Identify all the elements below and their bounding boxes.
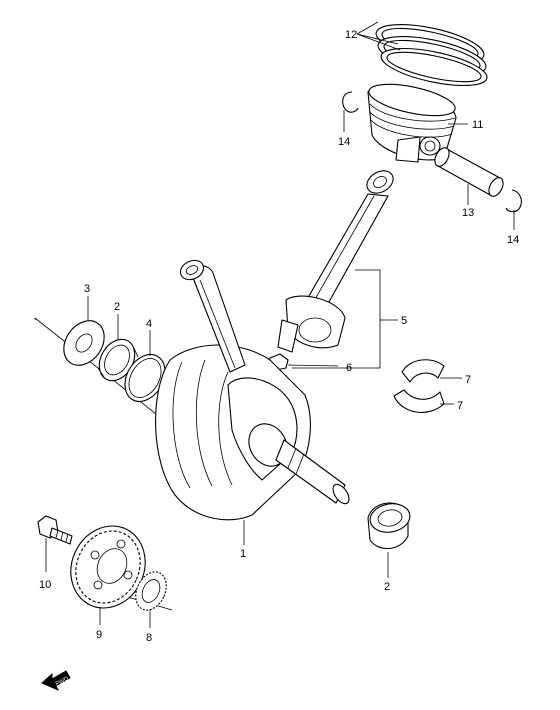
piston-pin <box>434 147 504 197</box>
thrust-washer <box>63 320 105 366</box>
needle-bearing <box>135 571 167 611</box>
gear-bolt <box>37 515 73 545</box>
crank-bearing-left <box>97 338 139 382</box>
label-part-8: 8 <box>146 632 152 644</box>
label-part-10: 10 <box>39 579 51 591</box>
label-part-11: 11 <box>472 119 483 131</box>
piston-rings <box>375 24 488 87</box>
rod-bearing-upper <box>401 359 445 383</box>
circlip-left <box>342 91 359 113</box>
label-part-2-left: 2 <box>114 301 120 313</box>
starter-gear <box>70 525 146 609</box>
label-part-9: 9 <box>96 629 102 641</box>
label-part-4: 4 <box>146 318 152 330</box>
label-part-7-upper: 7 <box>465 374 471 386</box>
label-part-2-right: 2 <box>384 581 390 593</box>
part-labels: 12 11 14 13 14 5 6 7 7 3 2 4 1 2 10 9 8 <box>39 29 519 644</box>
crankshaft <box>155 259 350 521</box>
label-part-7-lower: 7 <box>457 400 463 412</box>
leader-lines <box>45 21 515 628</box>
crank-bearing-right <box>367 502 411 550</box>
label-part-14-right: 14 <box>507 234 519 246</box>
piston <box>367 83 457 163</box>
label-part-6: 6 <box>346 362 352 374</box>
label-part-12: 12 <box>345 29 357 41</box>
label-part-14-left: 14 <box>338 136 350 148</box>
rod-bearing-lower <box>393 389 445 413</box>
fwd-arrow-icon: FWD <box>41 670 71 692</box>
circlip-right <box>505 189 522 213</box>
label-part-1: 1 <box>240 548 246 560</box>
label-part-13: 13 <box>462 207 474 219</box>
label-part-5: 5 <box>401 315 407 327</box>
connecting-rod <box>277 170 394 353</box>
label-part-3: 3 <box>84 283 90 295</box>
